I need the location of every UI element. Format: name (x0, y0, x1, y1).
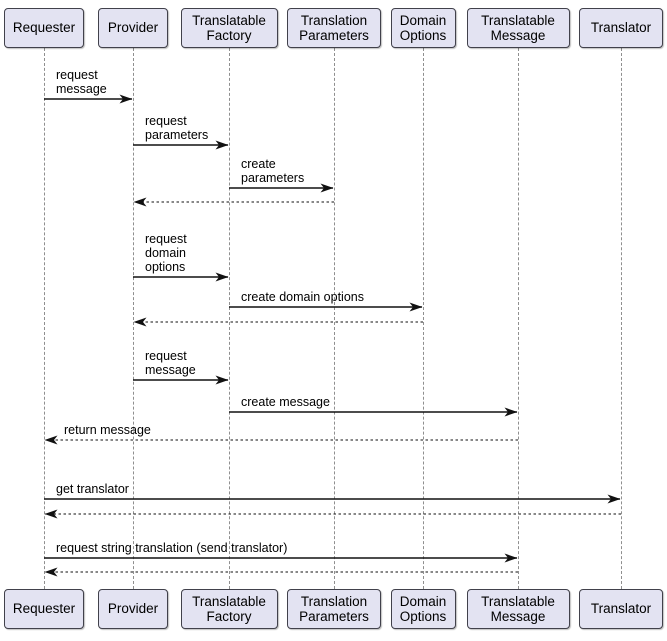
lifeline-provider (132, 48, 134, 589)
message-label-create-parameters: create parameters (241, 157, 305, 185)
message-label-request-string-translation-send-translator: request string translation (send transla… (56, 541, 288, 555)
message-label-return-message: return message (64, 423, 151, 437)
message-label-request-message: request message (145, 349, 196, 377)
lifeline-requester (43, 48, 45, 589)
lifeline-domain-options (422, 48, 424, 589)
lifeline-translation-parameters (333, 48, 335, 589)
participant-requester-top: Requester (4, 8, 84, 48)
participant-provider-bottom: Provider (98, 589, 168, 629)
participant-requester-bottom: Requester (4, 589, 84, 629)
participant-provider-top: Provider (98, 8, 168, 48)
message-label-request-parameters: request parameters (145, 114, 209, 142)
lifeline-translatable-message (517, 48, 519, 589)
participant-translation-parameters-top: Translation Parameters (287, 8, 381, 48)
participant-domain-options-top: Domain Options (390, 8, 456, 48)
lifeline-translatable-factory (228, 48, 230, 589)
participant-translator-bottom: Translator (579, 589, 663, 629)
lifeline-translator (620, 48, 622, 589)
message-label-create-domain-options: create domain options (241, 290, 364, 304)
message-label-create-message: create message (241, 395, 330, 409)
participant-domain-options-bottom: Domain Options (390, 589, 456, 629)
participant-translator-top: Translator (579, 8, 663, 48)
participant-translatable-message-top: Translatable Message (466, 8, 570, 48)
message-label-get-translator: get translator (56, 482, 129, 496)
message-label-request-domain-options: request domain options (145, 232, 187, 274)
participant-translatable-factory-top: Translatable Factory (180, 8, 278, 48)
participant-translation-parameters-bottom: Translation Parameters (287, 589, 381, 629)
participant-translatable-factory-bottom: Translatable Factory (180, 589, 278, 629)
message-label-request-message: request message (56, 68, 107, 96)
participant-translatable-message-bottom: Translatable Message (466, 589, 570, 629)
